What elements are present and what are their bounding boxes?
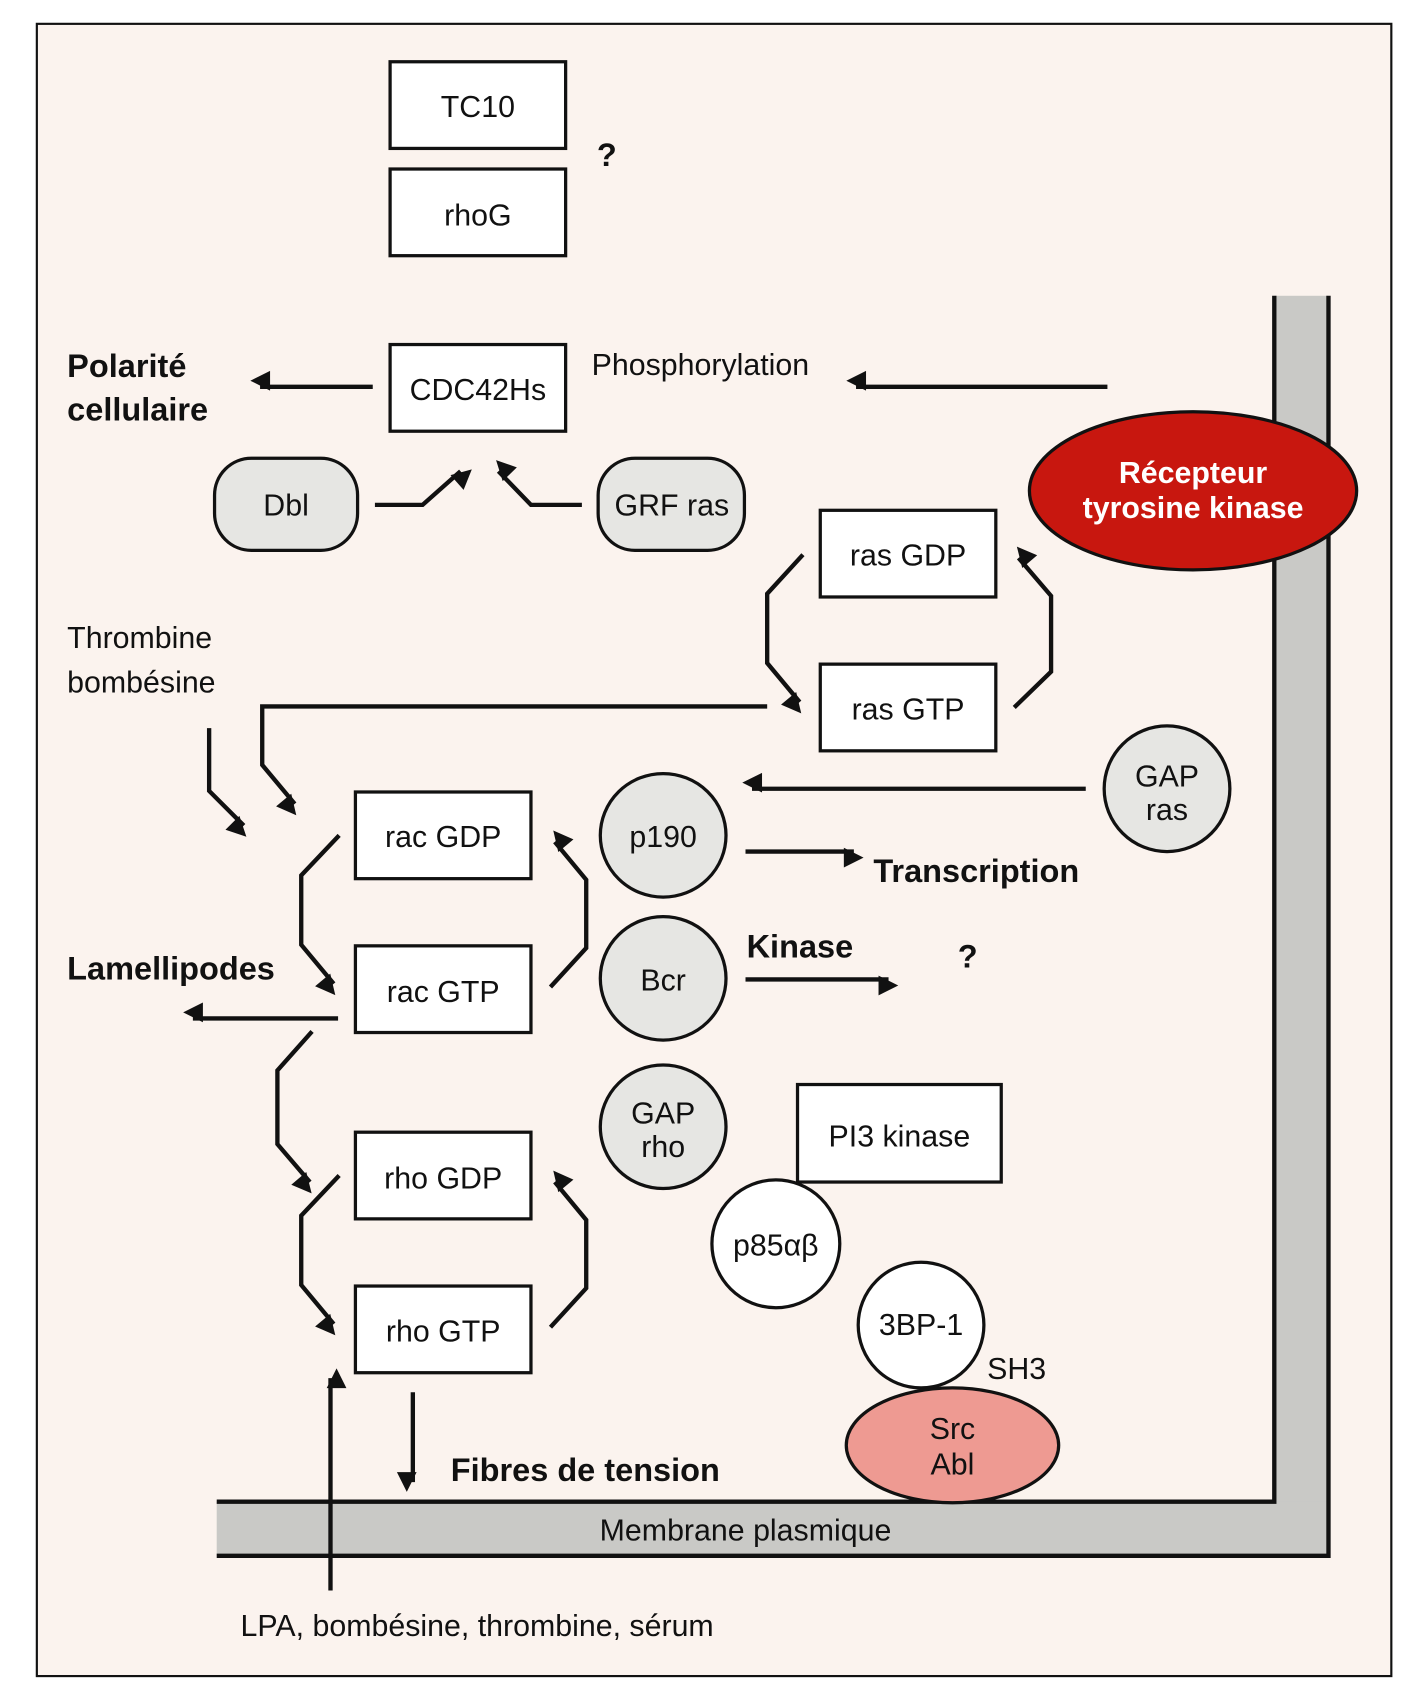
- p85-node: [710, 1178, 842, 1310]
- cdc42-box: [388, 342, 568, 433]
- sh3-label: SH3: [987, 1353, 1046, 1386]
- arrow-thrombine-to-rac: [206, 728, 247, 837]
- rac-gdp-box: [353, 790, 533, 881]
- gap-ras-node: [1102, 724, 1232, 854]
- receptor-label-1: Récepteur: [1119, 457, 1268, 490]
- lamellipodes-label: Lamellipodes: [67, 950, 275, 986]
- rho-gtp-label: rho GTP: [386, 1315, 501, 1348]
- arrow-rasgtp-to-rasgdp: [1012, 546, 1054, 710]
- thrombine-label-2: bombésine: [67, 666, 215, 699]
- arrow-racgdp-to-racgtp: [299, 833, 341, 996]
- p190-label: p190: [629, 821, 696, 854]
- arrow-racgtp-to-racgdp: [548, 830, 589, 989]
- fibres-label: Fibres de tension: [451, 1452, 720, 1488]
- receptor-label-2: tyrosine kinase: [1083, 492, 1304, 525]
- question-mark-top: ?: [597, 137, 617, 173]
- arrow-rhogtp-to-rhogdp: [548, 1170, 589, 1329]
- rho-gtp-box: [353, 1284, 533, 1375]
- pi3-kinase-label: PI3 kinase: [829, 1120, 971, 1153]
- ras-gdp-label: ras GDP: [850, 540, 966, 573]
- dbl-node: [212, 456, 360, 553]
- rhog-label: rhoG: [444, 199, 511, 232]
- rhog-box: [388, 167, 568, 258]
- grf-ras-node: [596, 456, 747, 553]
- arrow-racgtp-to-rhogdp: [275, 1029, 314, 1194]
- question-mark-kinase: ?: [958, 939, 978, 975]
- 3bp1-label: 3BP-1: [879, 1309, 963, 1342]
- src-abl-node: [844, 1386, 1061, 1505]
- kinase-label: Kinase: [747, 929, 854, 965]
- 3bp1-node: [856, 1260, 986, 1390]
- thrombine-label-1: Thrombine: [67, 622, 212, 655]
- ras-gtp-box: [818, 662, 998, 753]
- pi3-kinase-box: [795, 1082, 1003, 1184]
- gap-rho-node: [598, 1063, 728, 1191]
- p85-label: p85αβ: [733, 1230, 819, 1263]
- dbl-label: Dbl: [263, 490, 309, 523]
- grf-ras-label: GRF ras: [615, 490, 730, 523]
- membrane-label: Membrane plasmique: [600, 1515, 892, 1548]
- rho-gdp-label: rho GDP: [384, 1163, 502, 1196]
- bcr-label: Bcr: [640, 964, 686, 997]
- arrow-grf-to-cdc42: [496, 460, 582, 508]
- arrow-rasgdp-to-rasgtp: [765, 553, 805, 714]
- polarite-label-1: Polarité: [67, 348, 186, 384]
- rac-gtp-box: [353, 944, 533, 1035]
- cdc42-label: CDC42Hs: [410, 374, 547, 407]
- src-label: Src: [930, 1413, 976, 1446]
- p190-node: [598, 771, 728, 899]
- gap-ras-label-2: ras: [1146, 794, 1188, 827]
- polarite-label-2: cellulaire: [67, 391, 208, 427]
- ras-gdp-box: [818, 508, 998, 599]
- tc10-label: TC10: [441, 91, 515, 124]
- gap-ras-label-1: GAP: [1135, 761, 1199, 794]
- rac-gdp-label: rac GDP: [385, 821, 501, 854]
- gap-rho-label-2: rho: [641, 1131, 685, 1164]
- rac-gtp-label: rac GTP: [387, 976, 500, 1009]
- tc10-box: [388, 60, 568, 151]
- arrow-rhogdp-to-rhogtp: [299, 1174, 341, 1336]
- transcription-label: Transcription: [873, 853, 1079, 889]
- bcr-node: [598, 914, 728, 1042]
- lpa-label: LPA, bombésine, thrombine, sérum: [241, 1610, 714, 1643]
- arrow-ras-to-rac: [260, 704, 768, 816]
- ras-gtp-label: ras GTP: [852, 693, 965, 726]
- phosphorylation-label: Phosphorylation: [592, 349, 810, 382]
- arrow-dbl-to-cdc42: [374, 469, 472, 508]
- gap-rho-label-1: GAP: [631, 1098, 695, 1131]
- rho-gdp-box: [353, 1130, 533, 1221]
- abl-label: Abl: [931, 1449, 975, 1482]
- receptor-tyrosine-kinase: [1027, 410, 1359, 572]
